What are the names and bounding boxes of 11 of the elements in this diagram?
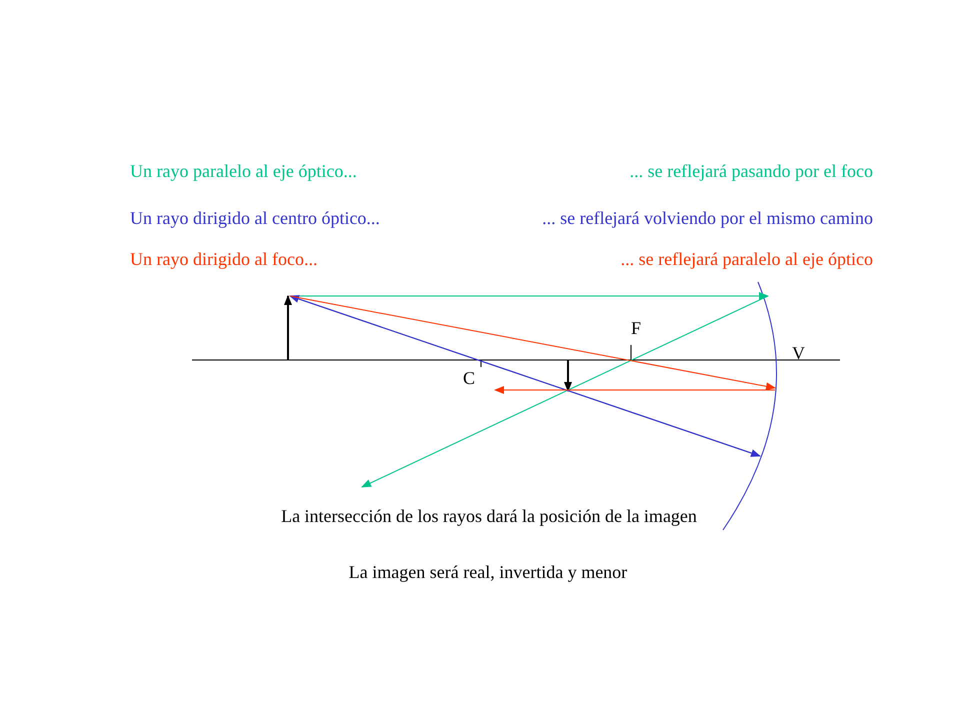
ray-description: Un rayo dirigido al foco...	[130, 249, 318, 269]
conclusion-text: La intersección de los rayos dará la posición de la imagen	[281, 506, 697, 526]
point-label: F	[631, 318, 642, 338]
ray-description: ... se reflejará volviendo por el mismo camino	[542, 208, 873, 228]
ray-description: Un rayo dirigido al centro óptico...	[130, 208, 380, 228]
conclusion-text: La imagen será real, invertida y menor	[348, 562, 628, 582]
ray-description: Un rayo paralelo al eje óptico...	[130, 161, 357, 181]
point-label: V	[792, 343, 805, 363]
point-label: C	[463, 368, 476, 388]
ray-description: ... se reflejará pasando por el foco	[630, 161, 873, 181]
ray-description: ... se reflejará paralelo al eje óptico	[620, 249, 873, 269]
